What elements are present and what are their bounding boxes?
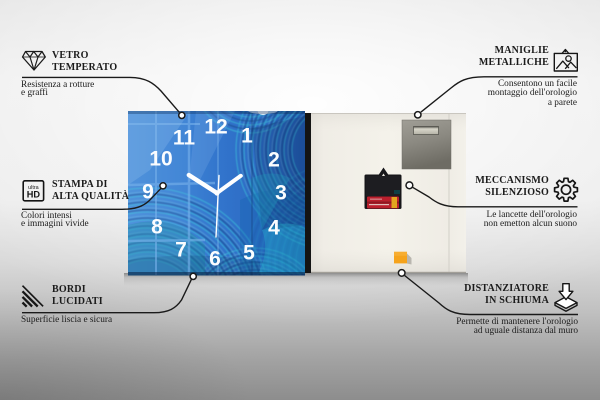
svg-text:8: 8 — [151, 216, 163, 239]
svg-text:ultra: ultra — [28, 185, 39, 191]
svg-text:7: 7 — [175, 239, 187, 262]
svg-text:5: 5 — [243, 242, 255, 265]
svg-text:4: 4 — [268, 217, 280, 240]
svg-text:2: 2 — [268, 149, 280, 172]
svg-text:1: 1 — [241, 125, 253, 148]
svg-text:11: 11 — [173, 127, 196, 150]
svg-text:3: 3 — [275, 182, 287, 205]
svg-text:9: 9 — [142, 181, 154, 204]
svg-text:12: 12 — [204, 116, 227, 139]
svg-text:HD: HD — [27, 190, 41, 200]
svg-text:6: 6 — [209, 248, 221, 271]
svg-text:10: 10 — [149, 148, 172, 171]
